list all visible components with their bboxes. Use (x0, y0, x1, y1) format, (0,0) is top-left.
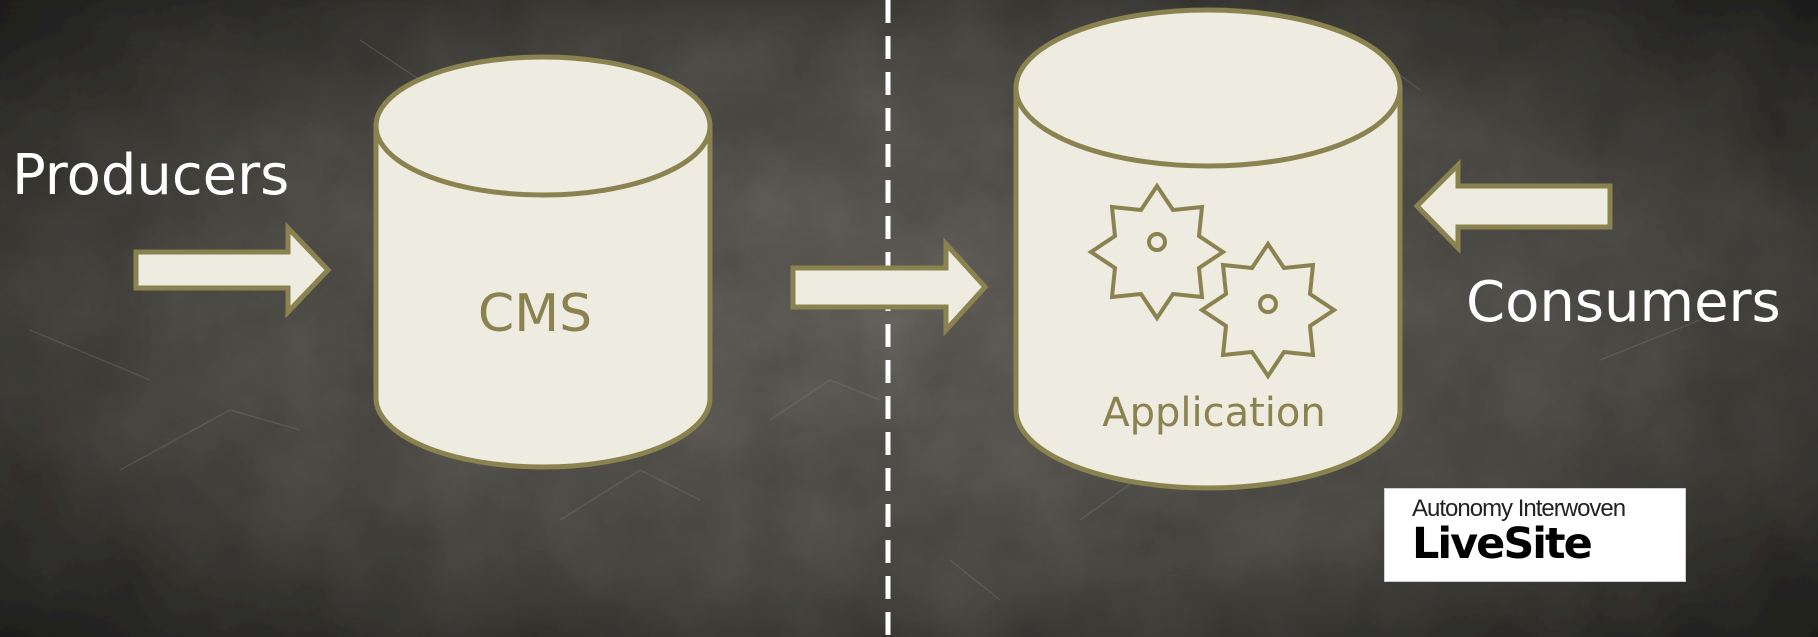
application-label: Application (1102, 390, 1326, 436)
arrow-right-icon (133, 221, 332, 319)
livesite-logo: Autonomy Interwoven LiveSite (1384, 488, 1686, 582)
arrow-right-icon (790, 237, 989, 337)
cms-label: CMS (477, 284, 593, 344)
producers-label: Producers (12, 143, 290, 208)
gear-icon (1198, 240, 1338, 380)
gear-icon (1087, 182, 1227, 322)
logo-name: LiveSite (1412, 519, 1593, 569)
logo-subtitle: Autonomy Interwoven (1412, 495, 1626, 522)
consumers-label: Consumers (1466, 270, 1781, 335)
cms-cylinder (373, 54, 713, 470)
arrow-left-icon (1413, 158, 1613, 255)
application-cylinder (1013, 7, 1403, 491)
